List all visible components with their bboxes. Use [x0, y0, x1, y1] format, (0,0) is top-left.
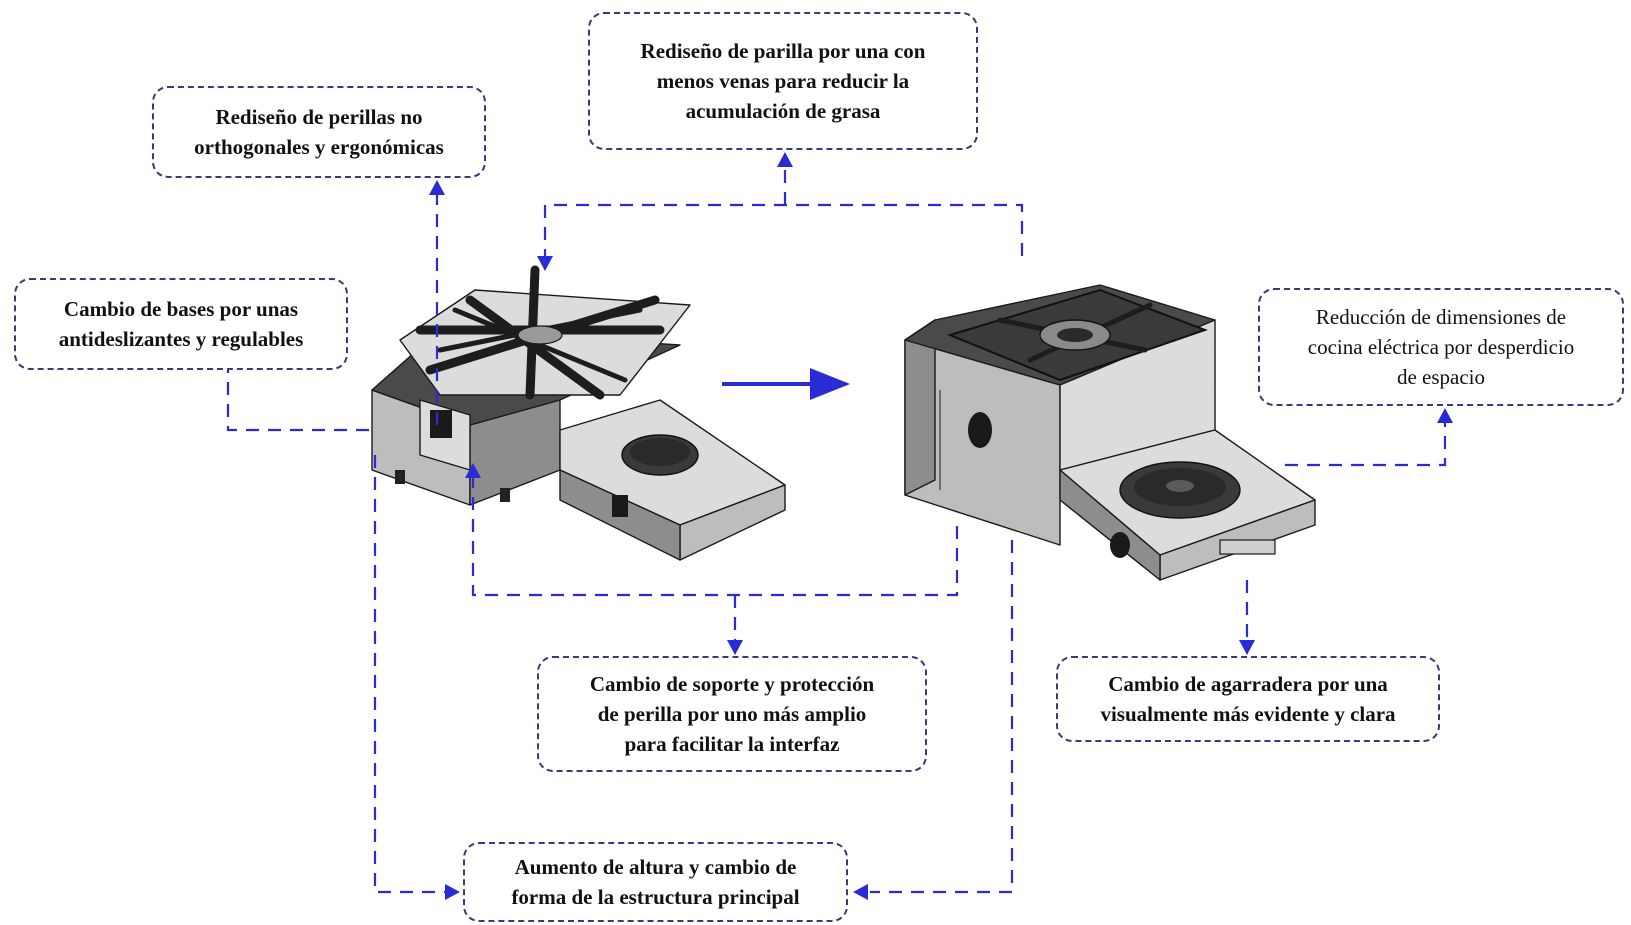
annotation-knobs: Rediseño de perillas no orthogonales y e… [152, 86, 486, 178]
stove-after-image [904, 284, 1316, 581]
annotation-handle: Cambio de agarradera por una visualmente… [1056, 656, 1440, 742]
annotation-height: Aumento de altura y cambio de forma de l… [463, 842, 848, 922]
annotation-knobs-text: Rediseño de perillas no orthogonales y e… [194, 105, 444, 159]
connectors [226, 152, 1453, 900]
annotation-grate-text: Rediseño de parilla por una con menos ve… [640, 39, 926, 123]
annotation-bases: Cambio de bases por unas antideslizantes… [14, 278, 348, 370]
stove-before-image [371, 265, 786, 561]
annotation-grate: Rediseño de parilla por una con menos ve… [588, 12, 978, 150]
annotation-support: Cambio de soporte y protección de perill… [537, 656, 927, 772]
annotation-bases-text: Cambio de bases por unas antideslizantes… [58, 297, 304, 351]
annotation-dimensions-text: Reducción de dimensiones de cocina eléct… [1307, 305, 1575, 389]
transformation-arrow [722, 368, 850, 400]
grate-after [947, 288, 1208, 382]
annotation-handle-text: Cambio de agarradera por una visualmente… [1100, 672, 1396, 726]
annotation-support-text: Cambio de soporte y protección de perill… [589, 672, 875, 756]
annotation-height-text: Aumento de altura y cambio de forma de l… [511, 855, 800, 909]
grate-before [415, 265, 665, 400]
annotation-dimensions: Reducción de dimensiones de cocina eléct… [1258, 288, 1624, 406]
